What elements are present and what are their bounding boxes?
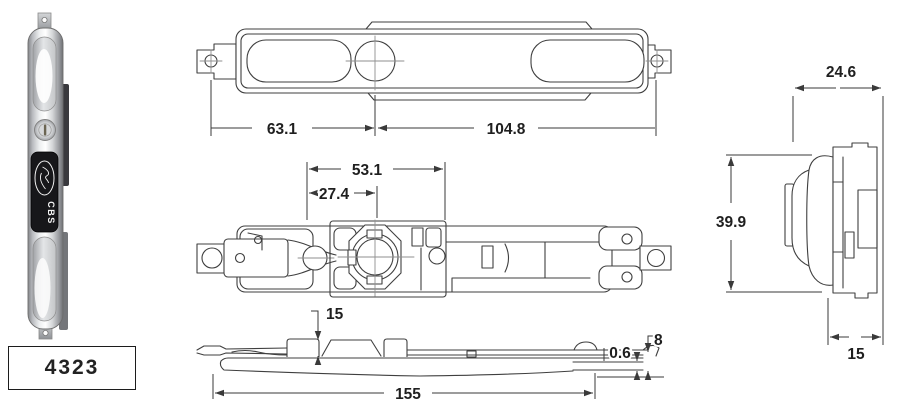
detail-rect [425,227,442,248]
dim-label-8: 8 [654,332,663,349]
handle-inner-line [806,169,810,267]
top-view-drawing: 63.1 104.8 [196,21,672,140]
rivet [234,252,246,264]
flange-hole [621,271,633,283]
front-view-drawing: 53.1 27.4 [196,160,672,298]
dim-27-4: 27.4 [309,184,378,218]
right-flange-top [598,226,643,251]
latch-curve [504,243,510,273]
dim-label-53-1: 53.1 [352,162,383,179]
brand-label: CBS [30,151,59,233]
case-profile [832,142,878,299]
ring-tab [347,249,357,266]
step-line [451,277,591,293]
dim-39-9: 39.9 [714,154,822,293]
keyway-slot [43,124,47,136]
right-flange-bottom [598,265,643,290]
dim-label-24-6: 24.6 [826,64,857,81]
screw-hole-bottom [42,329,49,336]
right-grip-slot [530,39,645,83]
case-detail [844,231,855,259]
dim-53-1: 53.1 [306,160,446,220]
arm-detail [247,232,263,251]
latch-detail [481,245,494,269]
left-spring-arm [196,345,288,356]
dim-8: 8 [597,330,665,380]
handle-profile [791,155,834,286]
flange-hole [621,233,633,245]
product-photo: CBS [27,12,69,340]
dim-15-end: 15 [827,298,881,365]
dim-15-side: 15 [311,304,346,365]
highlight [35,49,53,103]
dim-label-15-side: 15 [326,306,344,323]
product-code-box: 4323 [8,346,136,390]
dim-label-0-6: 0.6 [609,345,631,362]
dim-24-6: 24.6 [792,62,884,345]
detail-rect [411,227,424,247]
right-cam-hole [646,248,666,268]
top-lip [365,21,593,30]
highlight [34,258,51,318]
left-grip-slot [246,39,352,83]
body-outline [236,225,613,293]
spring-leaf [231,349,288,356]
end-bump [573,341,598,351]
gearbox-block [329,220,447,298]
block-left [286,338,320,357]
dim-0-6: 0.6 [603,343,641,380]
brand-badge-text: CBS [46,201,56,225]
ring-tab [366,229,383,239]
block-center [321,339,382,357]
dim-label-155: 155 [395,386,421,403]
dim-104-8: 104.8 [378,80,657,140]
base-plate [219,357,644,377]
case-detail [857,189,878,249]
ring-tab [366,275,383,285]
dim-label-15-end: 15 [847,346,865,363]
rivet [253,235,263,245]
left-plate [223,238,289,278]
brand-script-icon [40,166,50,190]
dim-63-1: 63.1 [210,80,376,140]
dim-label-27-4: 27.4 [319,186,350,203]
left-cam-hole [201,247,223,269]
dim-label-104-8: 104.8 [487,121,526,138]
side-view-drawing: 15 155 0.6 8 [196,304,665,405]
detail-hole [428,247,446,265]
tab-notch [466,350,477,358]
dim-155: 155 [212,373,596,405]
screw-hole-top [41,16,48,23]
dim-label-39-9: 39.9 [716,214,747,231]
block-right [383,338,408,357]
end-view-drawing: 24.6 39.9 15 [714,62,884,365]
product-code: 4323 [44,356,100,379]
dim-label-63-1: 63.1 [267,121,298,138]
bottom-lip [367,92,592,101]
